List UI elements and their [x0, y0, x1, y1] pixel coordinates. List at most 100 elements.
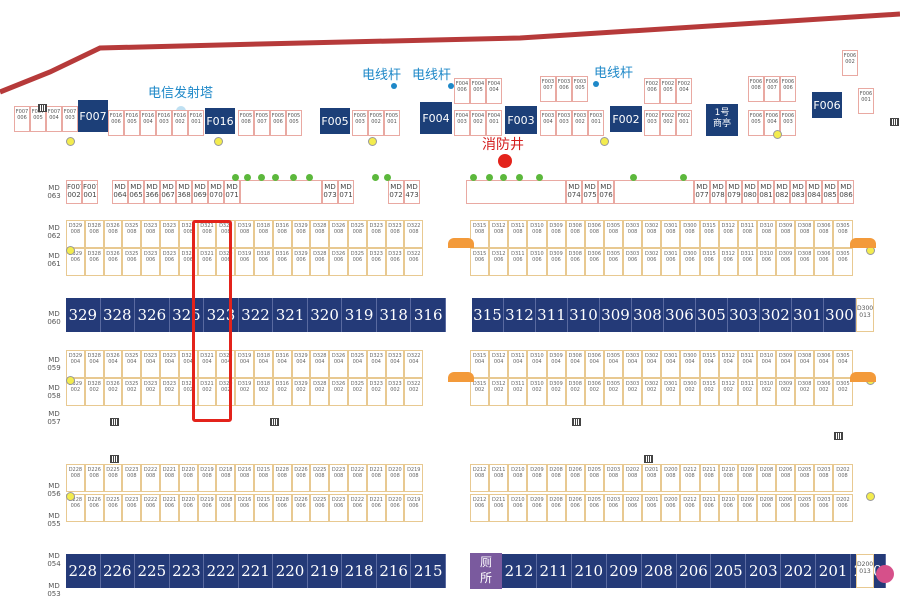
stall-cell[interactable]: D222 006: [348, 494, 367, 522]
stall-cell[interactable]: D205 006: [584, 494, 604, 522]
stall-cell[interactable]: D306 002: [814, 378, 834, 406]
block-number[interactable]: 218: [342, 554, 377, 588]
md-stall[interactable]: MD 081: [758, 180, 774, 204]
md-stall[interactable]: MD 074: [566, 180, 582, 204]
stall-cell[interactable]: D219 006: [197, 494, 217, 522]
stall-cell[interactable]: D318 004: [254, 350, 273, 378]
stall-cell[interactable]: D323 004: [385, 350, 405, 378]
stall-cell[interactable]: D305 008: [833, 220, 853, 248]
stall-cell[interactable]: D209 008: [527, 464, 547, 492]
stall-cell[interactable]: D310 006: [527, 248, 547, 276]
stall-cell[interactable]: D215 008: [254, 464, 273, 492]
block-end-stall[interactable]: D200 013: [856, 554, 874, 588]
stall-cell[interactable]: D310 002: [756, 378, 776, 406]
top-stall[interactable]: F003 005: [572, 76, 588, 102]
stall-cell[interactable]: D318 008: [254, 220, 273, 248]
md-stall[interactable]: MD 073: [322, 180, 338, 204]
stall-cell[interactable]: D306 004: [814, 350, 834, 378]
stall-cell[interactable]: D326 006: [103, 248, 123, 276]
stall-cell[interactable]: D328 004: [84, 350, 104, 378]
stall-cell[interactable]: D316 004: [272, 350, 292, 378]
stall-cell[interactable]: D326 006: [329, 248, 348, 276]
top-stall[interactable]: F004 001: [486, 110, 502, 136]
stall-cell[interactable]: D303 008: [623, 220, 643, 248]
stall-cell[interactable]: D319 002: [235, 378, 254, 406]
stall-cell[interactable]: D203 006: [814, 494, 834, 522]
stall-cell[interactable]: D210 006: [718, 494, 738, 522]
top-stall[interactable]: F005 007: [254, 110, 270, 136]
stall-cell[interactable]: D208 006: [546, 494, 566, 522]
top-stall[interactable]: F007 003: [62, 106, 78, 132]
stall-cell[interactable]: D319 004: [235, 350, 254, 378]
md-stall[interactable]: MD 065: [128, 180, 144, 204]
md-stall[interactable]: MD 071: [224, 180, 240, 204]
block-number[interactable]: 308: [632, 298, 664, 332]
stall-cell[interactable]: D308 004: [565, 350, 585, 378]
block-number[interactable]: 228: [66, 554, 101, 588]
block-number[interactable]: 306: [664, 298, 696, 332]
stall-cell[interactable]: D209 006: [737, 494, 757, 522]
stall-cell[interactable]: D309 008: [546, 220, 566, 248]
stall-cell[interactable]: D312 002: [489, 378, 509, 406]
top-stall[interactable]: F003 001: [588, 110, 604, 136]
stall-cell[interactable]: D315 002: [699, 378, 719, 406]
stall-cell[interactable]: D211 006: [489, 494, 509, 522]
top-stall[interactable]: F002 002: [660, 110, 676, 136]
block-number[interactable]: 215: [411, 554, 446, 588]
stall-cell[interactable]: D325 002: [122, 378, 142, 406]
top-stall[interactable]: F002 001: [676, 110, 692, 136]
stall-cell[interactable]: D316 008: [272, 220, 292, 248]
stall-cell[interactable]: D315 006: [470, 248, 490, 276]
md-stall[interactable]: MD 080: [742, 180, 758, 204]
stall-f004[interactable]: F004: [420, 102, 452, 134]
stall-cell[interactable]: D220 008: [385, 464, 405, 492]
stall-cell[interactable]: D312 006: [718, 248, 738, 276]
stall-cell[interactable]: D309 006: [546, 248, 566, 276]
block-number[interactable]: 206: [676, 554, 712, 588]
stall-cell[interactable]: D226 006: [291, 494, 311, 522]
stall-cell[interactable]: D308 002: [565, 378, 585, 406]
top-stall[interactable]: F002 004: [676, 78, 692, 104]
block-number[interactable]: 208: [641, 554, 677, 588]
stall-cell[interactable]: D325 004: [122, 350, 142, 378]
block-number[interactable]: 316: [411, 298, 446, 332]
md-stall[interactable]: F007 002: [66, 180, 82, 204]
stall-cell[interactable]: D325 004: [348, 350, 367, 378]
stall-cell[interactable]: D310 004: [527, 350, 547, 378]
stall-cell[interactable]: D226 008: [84, 464, 104, 492]
stall-cell[interactable]: D325 006: [122, 248, 142, 276]
stall-cell[interactable]: D323 008: [160, 220, 179, 248]
stall-cell[interactable]: D226 006: [84, 494, 104, 522]
stall-cell[interactable]: D315 008: [699, 220, 719, 248]
stall-cell[interactable]: D311 004: [737, 350, 757, 378]
stall-cell[interactable]: D326 004: [103, 350, 123, 378]
stall-cell[interactable]: D202 006: [833, 494, 853, 522]
top-stall[interactable]: F005 005: [286, 110, 302, 136]
md-stall[interactable]: MD 078: [710, 180, 726, 204]
stall-cell[interactable]: D210 008: [508, 464, 528, 492]
stall-cell[interactable]: D312 004: [718, 350, 738, 378]
stall-cell[interactable]: D323 008: [141, 220, 160, 248]
block-number[interactable]: 305: [696, 298, 728, 332]
block-number[interactable]: 212: [502, 554, 537, 588]
stall-cell[interactable]: D319 008: [235, 220, 254, 248]
stall-cell[interactable]: D323 008: [366, 220, 386, 248]
md-stall[interactable]: MD 077: [694, 180, 710, 204]
stall-cell[interactable]: D306 006: [584, 248, 604, 276]
top-stall[interactable]: F006 002: [842, 50, 858, 76]
stall-cell[interactable]: D212 006: [470, 494, 490, 522]
md-stall[interactable]: MD 079: [726, 180, 742, 204]
top-stall[interactable]: F004 006: [454, 78, 470, 104]
top-stall[interactable]: F005 006: [270, 110, 286, 136]
stall-cell[interactable]: D301 008: [661, 220, 681, 248]
top-stall[interactable]: F016 001: [188, 110, 204, 136]
stall-cell[interactable]: D222 008: [141, 464, 160, 492]
stall-cell[interactable]: D209 006: [527, 494, 547, 522]
stall-cell[interactable]: D312 008: [489, 220, 509, 248]
md-stall[interactable]: MD 366: [144, 180, 160, 204]
stall-cell[interactable]: D312 002: [718, 378, 738, 406]
stall-cell[interactable]: D322 008: [404, 220, 424, 248]
stall-cell[interactable]: D316 006: [272, 248, 292, 276]
stall-cell[interactable]: D308 008: [565, 220, 585, 248]
stall-cell[interactable]: D210 008: [718, 464, 738, 492]
